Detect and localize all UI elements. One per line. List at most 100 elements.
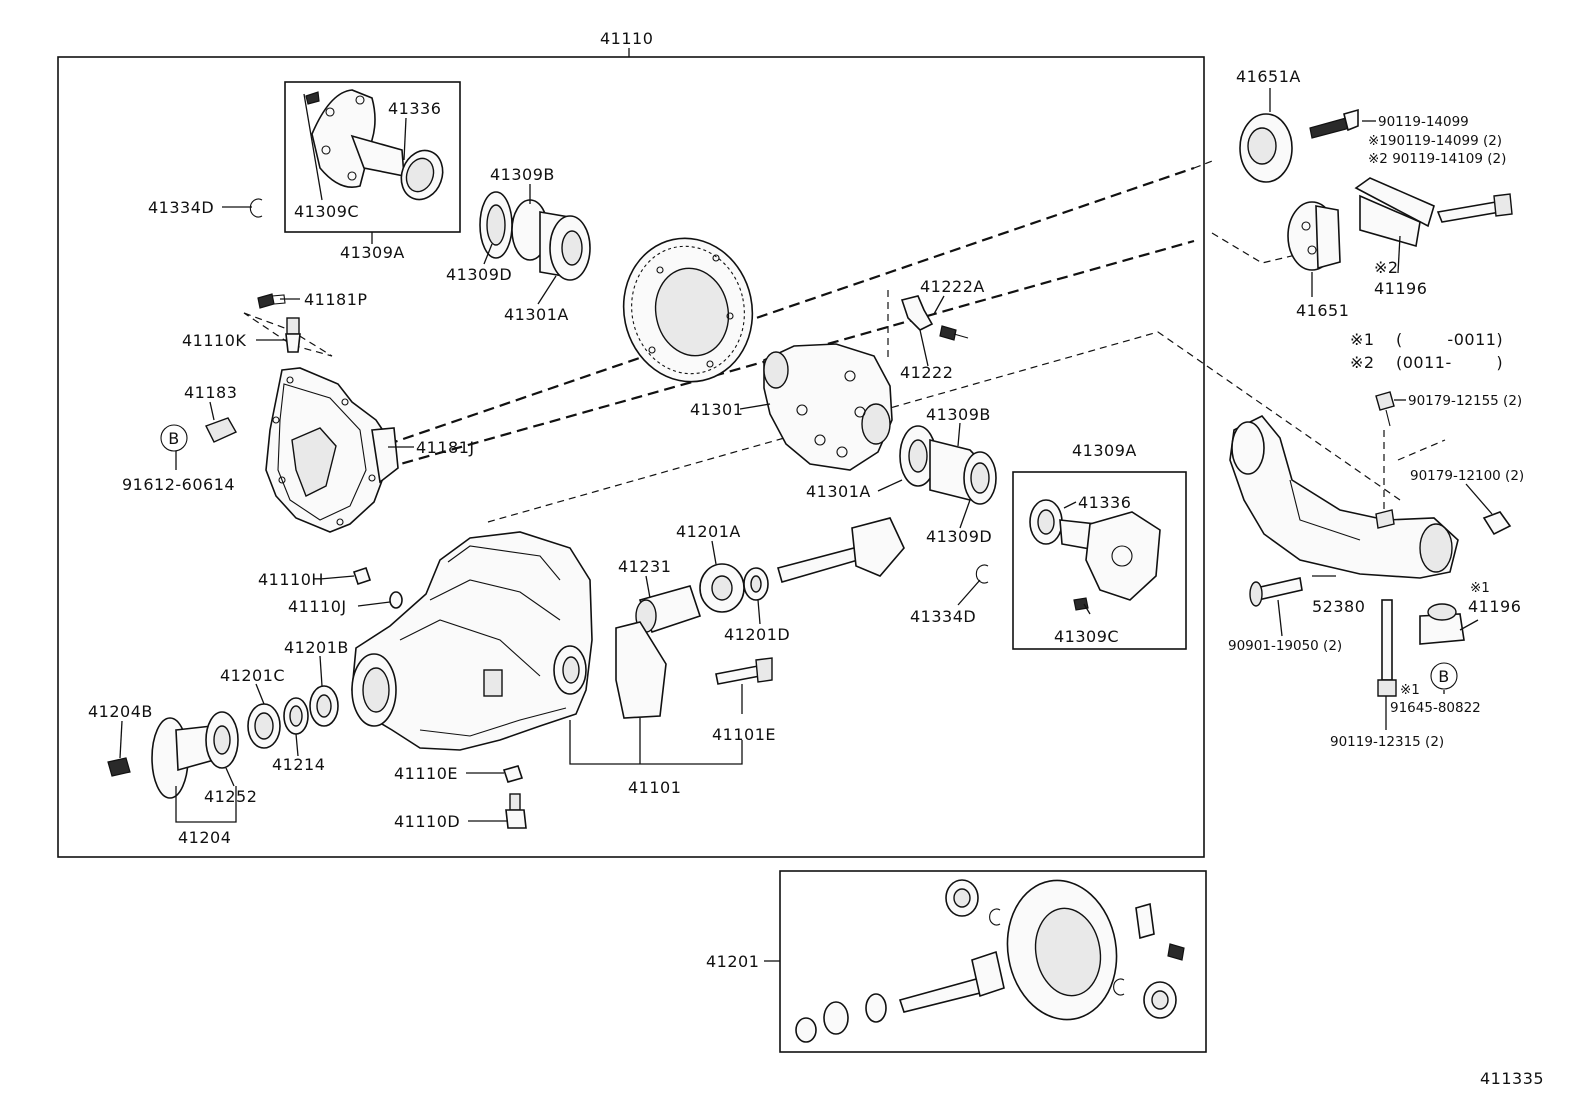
label-41110d: 41110D: [394, 812, 460, 831]
cushion-41196: [1419, 603, 1465, 645]
label-90119-12315: 90119-12315 (2): [1330, 734, 1444, 750]
svg-text:B: B: [168, 429, 179, 448]
label-90179-12100: 90179-12100 (2): [1410, 468, 1524, 484]
label-41204b: 41204B: [88, 702, 153, 721]
bolt-41101e: [715, 657, 773, 685]
note-2-mark: ※2: [1350, 353, 1375, 372]
pinion-bearing-41231: [635, 585, 702, 634]
label-90901-19050: 90901-19050 (2): [1228, 638, 1342, 654]
washer-41201d: [743, 567, 769, 601]
bolt-41110h: [352, 566, 372, 586]
differential-carrier-cover: [265, 367, 399, 533]
label-90179-12155: 90179-12155 (2): [1408, 393, 1522, 409]
label-91645-80822: 91645-80822: [1390, 700, 1481, 716]
label-41110e: 41110E: [394, 764, 458, 783]
label-41334d-top: 41334D: [148, 198, 214, 217]
label-41301a-top: 41301A: [504, 305, 569, 324]
label-41196-bottom: 41196: [1468, 597, 1521, 616]
label-41222a: 41222A: [920, 277, 985, 296]
label-41651a: 41651A: [1236, 67, 1301, 86]
snap-ring-41334d: [249, 198, 263, 218]
label-41309a-top: 41309A: [340, 243, 405, 262]
figure-number: 411335: [1480, 1069, 1544, 1088]
label-41110j: 41110J: [288, 597, 347, 616]
label-41336-top: 41336: [388, 99, 441, 118]
breather-41110k: [285, 317, 301, 353]
bearing-cap-41101: [615, 621, 667, 719]
applicability-notes: ※1 ( -0011) ※2 (0011- ): [1350, 330, 1503, 372]
label-41309c-top: 41309C: [294, 202, 359, 221]
bolt-90901-19050: [1249, 577, 1303, 607]
label-91612-60614: 91612-60614: [122, 475, 235, 494]
differential-support-52380: [1229, 414, 1459, 579]
label-41309d-right: 41309D: [926, 527, 992, 546]
label-41101e: 41101E: [712, 725, 776, 744]
label-41201c: 41201C: [220, 666, 285, 685]
label-41309c-right: 41309C: [1054, 627, 1119, 646]
nut-90179-12100: [1482, 511, 1512, 536]
spacer-41214: [283, 697, 309, 735]
nut-41110e: [502, 765, 524, 783]
bearing-41201a: [699, 563, 745, 613]
svg-text:B: B: [1438, 667, 1449, 686]
label-41334d-right: 41334D: [910, 607, 976, 626]
side-bearing-retainer-right: [1029, 499, 1161, 611]
label-41651: 41651: [1296, 301, 1349, 320]
callout-b-right: B: [1430, 662, 1458, 690]
mount-41651: [1287, 201, 1341, 271]
bolt-90119-12315: [1377, 599, 1397, 697]
stud-41110d: [505, 793, 527, 829]
label-41196-top: 41196: [1374, 279, 1427, 298]
label-41201d: 41201D: [724, 625, 790, 644]
label-90119-14109-mark2: ※2 90119-14109 (2): [1368, 151, 1506, 167]
label-41181j: 41181J: [416, 438, 475, 457]
ring-gear: [622, 237, 754, 383]
bracket-41196-top: [1354, 177, 1513, 248]
label-52380: 52380: [1312, 597, 1365, 616]
note-1-mark: ※1: [1350, 330, 1375, 349]
label-41309d-top: 41309D: [446, 265, 512, 284]
label-41214: 41214: [272, 755, 325, 774]
washer-41110j: [389, 591, 403, 609]
bearing-41309b-right: [899, 425, 997, 505]
bolt-41181p: [257, 293, 286, 309]
label-41181p: 41181P: [304, 290, 368, 309]
lock-plate-41222a: [900, 295, 969, 341]
callout-b-left: B: [160, 424, 188, 452]
differential-case-41301: [763, 343, 893, 471]
side-bearing-retainer-top: [305, 89, 444, 201]
label-main-assembly: 41110: [600, 29, 653, 48]
label-41252: 41252: [204, 787, 257, 806]
gear-set-41201: [795, 879, 1185, 1043]
plug-41183: [205, 417, 237, 443]
oil-seal-41201c: [247, 703, 281, 749]
label-41309b-top: 41309B: [490, 165, 555, 184]
alignment-lines: [243, 159, 1446, 523]
inset-frame-right: [1012, 471, 1187, 650]
label-41231: 41231: [618, 557, 671, 576]
snap-ring-41334d-right: [975, 564, 989, 584]
bearing-41309b-left: [479, 191, 591, 281]
note-1-text: ( -0011): [1396, 330, 1503, 349]
label-41201a: 41201A: [676, 522, 741, 541]
label-41201: 41201: [706, 952, 759, 971]
carrier-housing-41110: [351, 531, 593, 751]
label-41201b: 41201B: [284, 638, 349, 657]
note-2-text: (0011- ): [1396, 353, 1503, 372]
label-41301a-right: 41301A: [806, 482, 871, 501]
label-41183: 41183: [184, 383, 237, 402]
label-41301: 41301: [690, 400, 743, 419]
label-mark-2-top: ※2: [1374, 258, 1399, 277]
main-assembly-frame: [57, 48, 1205, 858]
label-41204: 41204: [178, 828, 231, 847]
mount-41651a: [1239, 108, 1359, 183]
bolt-90179-12155: [1375, 391, 1395, 427]
label-mark-1-91645: ※1: [1400, 682, 1420, 698]
label-41309a-right: 41309A: [1072, 441, 1137, 460]
label-mark-1-41196: ※1: [1470, 580, 1490, 596]
label-41110h: 41110H: [258, 570, 324, 589]
label-90119-14099-mark1: ※190119-14099 (2): [1368, 133, 1502, 149]
label-41110k: 41110K: [182, 331, 246, 350]
label-90119-14099: 90119-14099: [1378, 114, 1469, 130]
